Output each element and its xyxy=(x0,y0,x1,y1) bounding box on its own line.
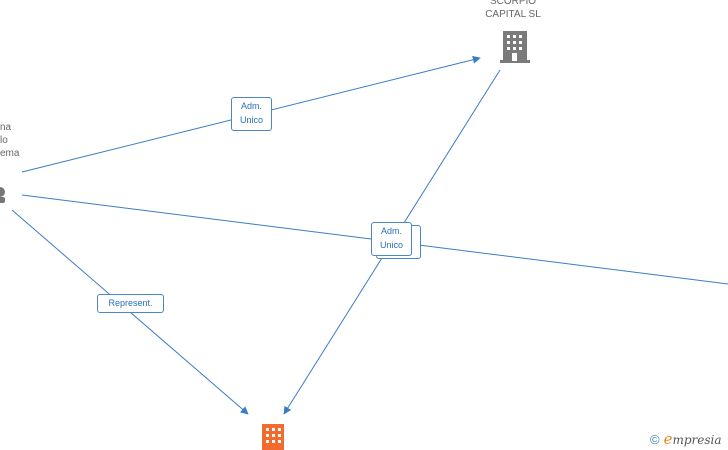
scorpio-label: SCORPIO CAPITAL SL xyxy=(478,0,548,21)
person-label-line2: lo xyxy=(0,135,8,146)
edge-label-adm-unico-1-line2: Unico xyxy=(239,115,263,125)
empresia-logo-rest: mpresia xyxy=(672,433,722,447)
edge-label-adm-unico-1[interactable]: Adm. Unico xyxy=(231,97,272,131)
person-icon[interactable] xyxy=(0,187,5,203)
person-label: na lo ema xyxy=(0,121,19,160)
edge-label-represent-text: Represent. xyxy=(108,298,153,308)
edge-label-adm-unico-2[interactable]: Adm. Unico xyxy=(371,222,412,256)
building-icon-scorpio[interactable] xyxy=(500,31,530,63)
edge-label-adm-unico-1-line1: Adm. xyxy=(240,101,262,111)
edge-label-represent[interactable]: Represent. xyxy=(97,294,164,313)
person-label-line1: na xyxy=(0,122,12,133)
copyright-mark: © empresia xyxy=(650,430,722,448)
empresia-logo[interactable]: empresia xyxy=(664,430,722,448)
copyright-icon: © xyxy=(650,431,660,447)
scorpio-label-line1: SCORPIO xyxy=(489,0,537,7)
building-icon-company[interactable] xyxy=(262,424,284,450)
edge-label-adm-unico-2-line1: Adm. xyxy=(380,226,402,236)
edge-label-adm-unico-2-line2: Unico xyxy=(379,240,403,250)
empresia-logo-initial: e xyxy=(663,430,673,448)
person-label-line3: ema xyxy=(0,148,20,159)
scorpio-label-line2: CAPITAL SL xyxy=(485,9,541,20)
